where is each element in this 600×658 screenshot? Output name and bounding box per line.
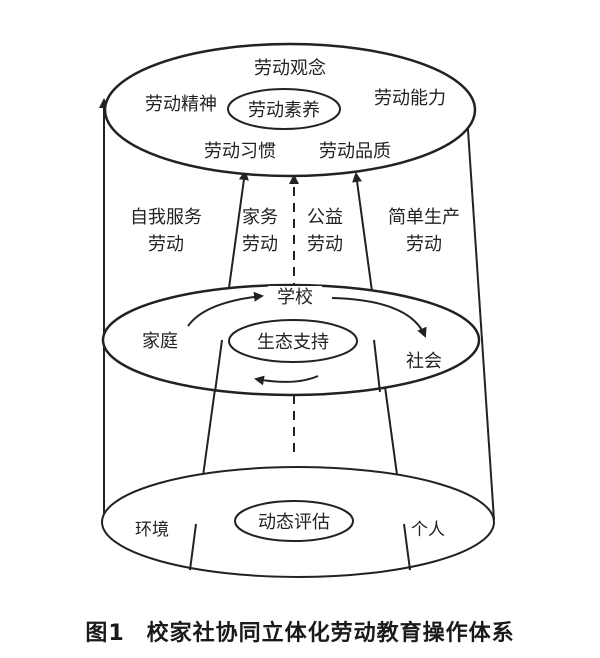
arrow-housework-middle xyxy=(214,339,223,393)
ecological-support-label: 生态支持 xyxy=(257,332,329,353)
figure-caption: 图1 校家社协同立体化劳动教育操作体系 xyxy=(0,615,600,647)
labor-literacy-ellipse xyxy=(227,88,341,130)
figure-title: 校家社协同立体化劳动教育操作体系 xyxy=(146,621,515,646)
ecological-support-ellipse xyxy=(228,319,358,363)
environment-label: 环境 xyxy=(135,520,169,540)
figure-number: 图1 xyxy=(85,621,125,646)
school-label: 学校 xyxy=(277,287,313,308)
arrow-simple-production-middle xyxy=(373,339,381,393)
dynamic-evaluation-label: 动态评估 xyxy=(258,512,330,533)
self-service-label-line2: 劳动 xyxy=(148,234,184,255)
simple-production-label-line1: 简单生产 xyxy=(388,207,460,228)
labor-quality-label: 劳动品质 xyxy=(319,141,391,162)
housework-label-line1: 家务 xyxy=(242,207,278,228)
self-service-label-line1: 自我服务 xyxy=(130,207,202,228)
family-label: 家庭 xyxy=(142,331,178,352)
labor-literacy-label: 劳动素养 xyxy=(248,100,320,121)
housework-label-line2: 劳动 xyxy=(242,234,278,255)
labor-spirit-label: 劳动精神 xyxy=(145,94,217,115)
labor-ability-label: 劳动能力 xyxy=(374,88,446,109)
labor-concept-label: 劳动观念 xyxy=(254,57,326,79)
individual-label: 个人 xyxy=(411,520,445,540)
arrow-school-to-society xyxy=(331,297,427,338)
public-welfare-label-line2: 劳动 xyxy=(307,234,343,255)
public-welfare-label-line1: 公益 xyxy=(307,207,343,228)
arrow-family-to-school xyxy=(187,291,264,327)
labor-habit-label: 劳动习惯 xyxy=(204,141,276,162)
dynamic-evaluation-ellipse xyxy=(234,500,354,542)
arrow-simple-production-bottom xyxy=(403,523,411,571)
society-label: 社会 xyxy=(406,351,442,372)
arrow-society-to-family xyxy=(254,375,319,386)
school-label-bg xyxy=(268,286,322,308)
simple-production-label-line2: 劳动 xyxy=(406,234,442,255)
diagram: 动态评估 环境 个人 生态支持 学校 家庭 社会 劳动素养 劳动观念 劳动精神 … xyxy=(99,42,495,578)
cylinder-right-edge xyxy=(461,98,495,521)
arrow-housework-bottom xyxy=(189,523,197,571)
